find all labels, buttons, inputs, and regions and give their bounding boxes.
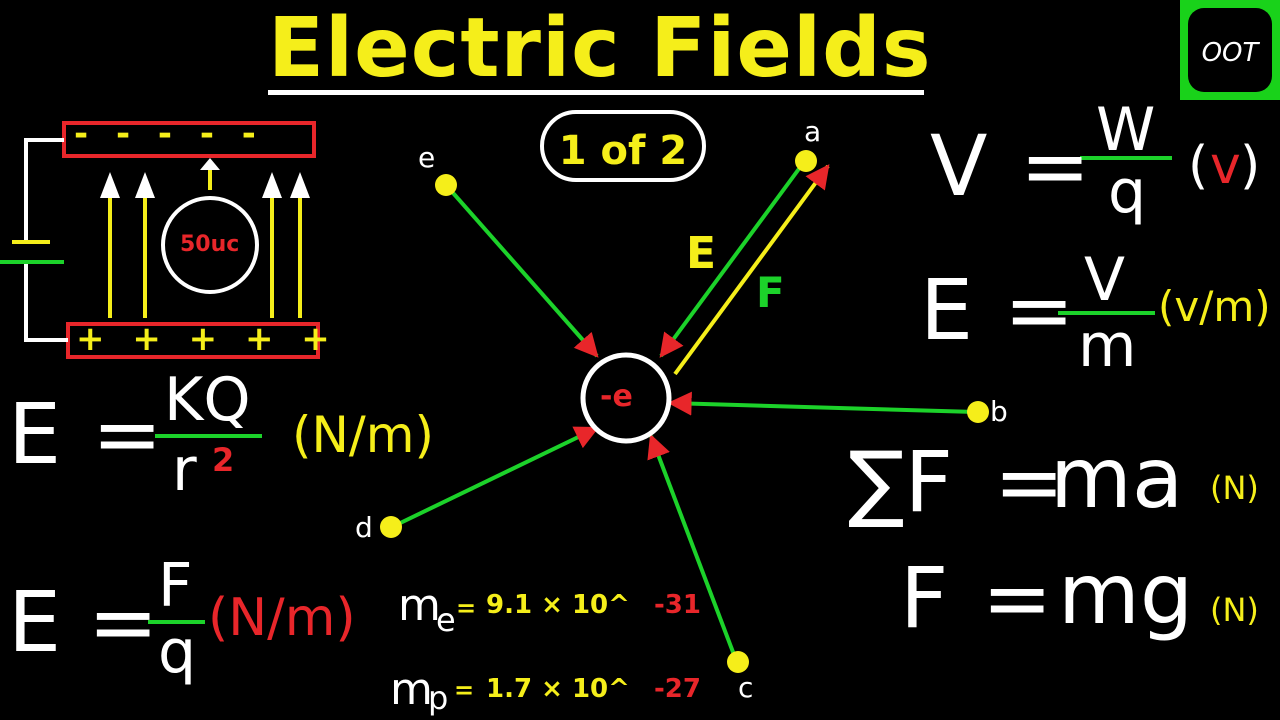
point-c-label: c [738,671,754,704]
center-charge-circle [580,352,672,444]
point-e-label: e [418,141,436,174]
voltage-denominator: q [1108,157,1147,227]
force-charge-denominator: q [158,617,197,687]
electron-mass-symbol: m [398,580,441,631]
page-indicator-text: 1 of 2 [558,128,688,174]
circuit-wire-top [24,138,64,240]
coulomb-exponent: 2 [212,441,235,479]
weight-unit: (N) [1210,591,1259,629]
newton-eq: = [994,433,1065,531]
coulomb-denominator: r [172,435,197,505]
electron-mass-exponent: -31 [654,590,701,620]
capacitor-circuit [0,121,320,359]
force-charge-numerator: F [158,551,193,621]
page-indicator: 1 of 2 [540,110,706,182]
electron-mass-subscript: e [436,601,456,639]
proton-mass-subscript: p [428,679,449,717]
point-a-dot [795,150,817,172]
proton-mass-symbol: m [390,664,433,715]
title-underline [268,90,924,95]
weight-eq: = [982,549,1053,647]
vector-d [391,426,600,529]
field-voltage-eq: = [1004,261,1075,359]
field-arrowheads [100,158,310,198]
point-c-dot [727,651,749,673]
point-a-label: a [804,115,822,148]
coulomb-unit: (N/m) [292,406,434,464]
proton-mass-value: 1.7 × 10^ [486,674,630,704]
negative-plate-signs: - - - - - [74,114,264,154]
voltage-lhs: V [930,117,988,215]
page-title: Electric Fields [268,1,932,96]
coulomb-eq: = [92,385,163,483]
weight-lhs: F [900,549,949,647]
field-voltage-numerator: V [1084,245,1126,315]
badge-text: OOT [1201,38,1259,68]
voltage-unit-open: ( [1188,136,1209,196]
point-b-label: b [990,395,1008,428]
field-voltage-lhs: E [920,261,974,359]
voltage-numerator: W [1096,95,1156,165]
channel-badge: OOT [1180,0,1280,100]
newton-lhs: ∑F [848,433,953,531]
field-voltage-unit: (v/m) [1158,282,1271,331]
proton-mass-exponent: -27 [654,674,701,704]
vector-label-f: F [756,268,785,317]
force-charge-lhs: E [8,573,62,671]
vector-label-e: E [686,228,717,279]
electron-mass-eq: = [456,594,477,622]
newton-unit: (N) [1210,469,1259,507]
vector-e [444,183,599,358]
voltage-eq: = [1020,117,1091,215]
coulomb-lhs: E [8,385,62,483]
field-vectors [391,160,977,661]
vector-a-field [659,160,806,358]
force-charge-unit: (N/m) [208,588,356,648]
vector-c [647,433,738,661]
vector-b [667,391,977,416]
field-lines [108,168,302,318]
circuit-wire-bottom [24,262,68,342]
field-voltage-denominator: m [1078,311,1137,381]
newton-rhs: ma [1050,429,1184,527]
positive-plate-signs: + + + + + [76,319,338,359]
point-dots [380,150,989,673]
electron-mass-value: 9.1 × 10^ [486,590,630,620]
point-d-dot [380,516,402,538]
center-charge-label: -e [600,379,633,414]
point-e-dot [435,174,457,196]
force-charge-eq: = [88,573,159,671]
proton-mass-eq: = [454,676,475,704]
badge-inner: OOT [1188,8,1272,92]
test-charge-label: 50uc [180,232,240,257]
weight-rhs: mg [1058,545,1194,643]
fraction-bars [148,156,1172,624]
point-d-label: d [355,511,373,544]
voltage-unit-close: ) [1240,136,1261,196]
coulomb-numerator: KQ [164,365,251,435]
voltage-unit: v [1210,136,1241,196]
point-b-dot [967,401,989,423]
test-charge-circle [161,196,259,294]
vector-a-force [673,164,830,376]
